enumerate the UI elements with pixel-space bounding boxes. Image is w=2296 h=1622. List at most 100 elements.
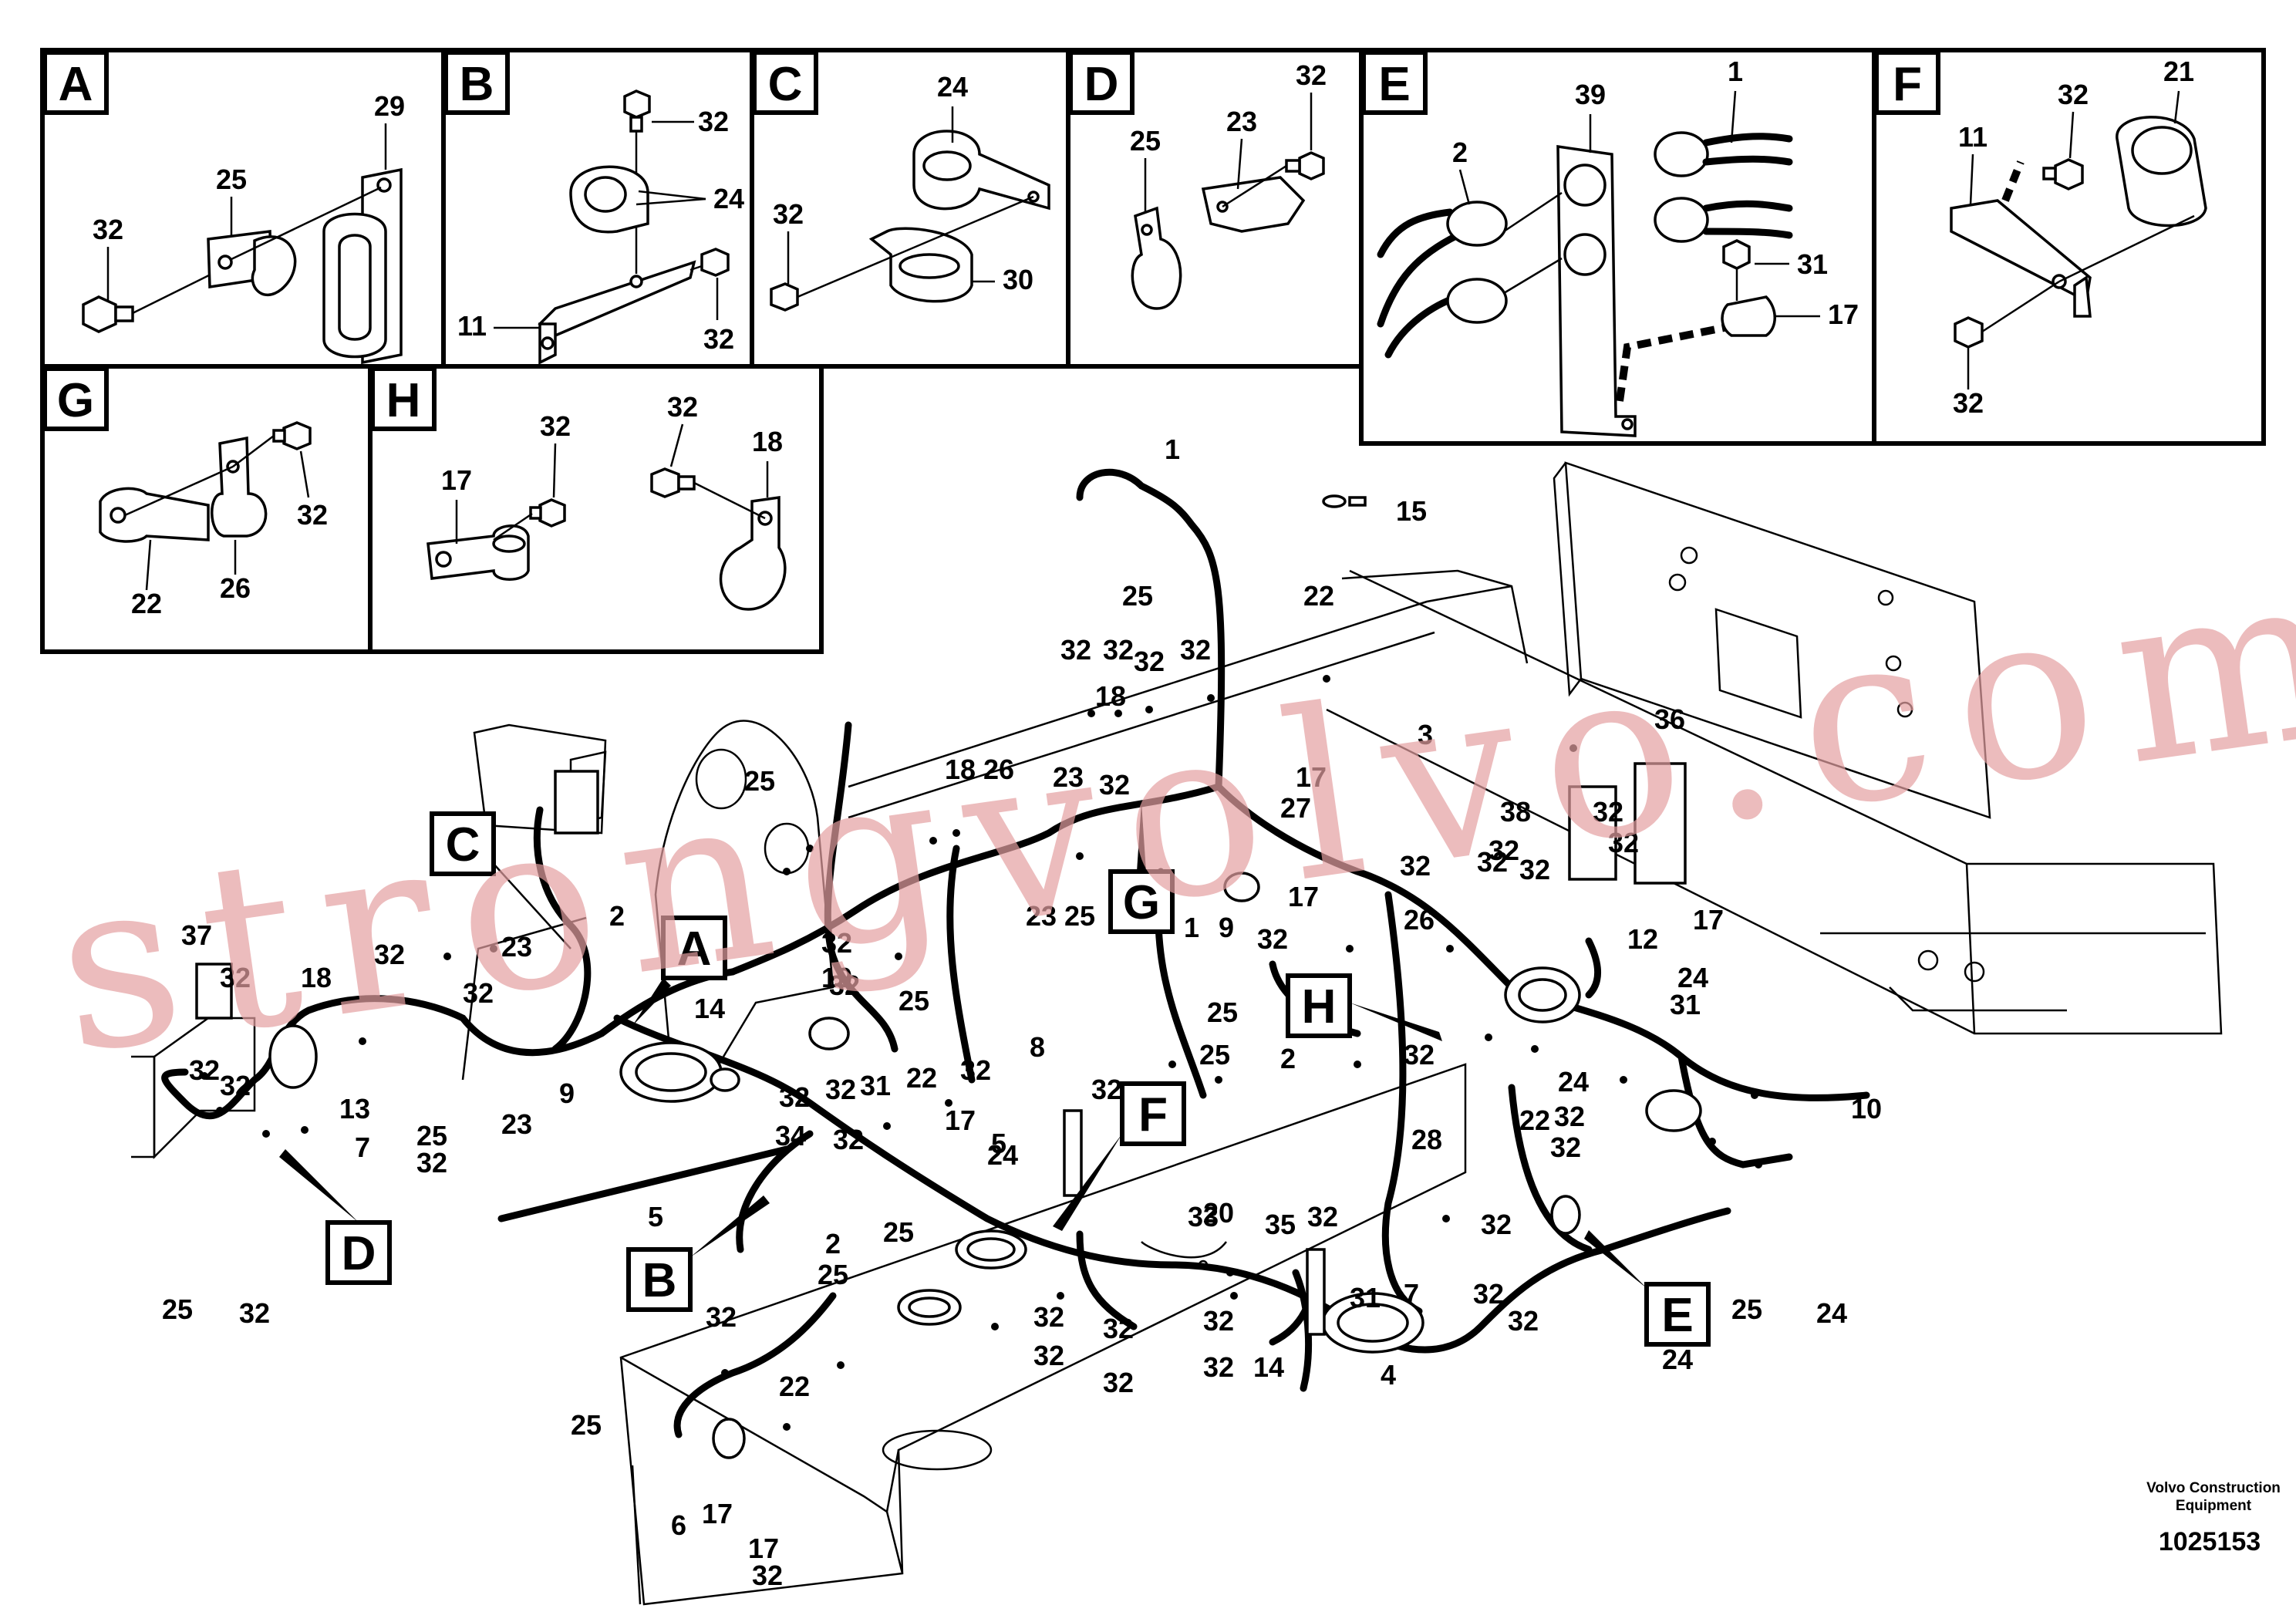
part-label: 17 xyxy=(1693,904,1724,936)
view-letter-C: C xyxy=(752,50,818,115)
part-label: 32 xyxy=(463,977,494,1009)
part-label: 20 xyxy=(1203,1197,1234,1229)
svg-text:32: 32 xyxy=(667,391,698,423)
part-label: 3 xyxy=(1418,719,1433,750)
view-letter-D: D xyxy=(1068,50,1135,115)
svg-text:D: D xyxy=(1084,58,1119,111)
svg-text:C: C xyxy=(446,818,480,872)
part-label: 32 xyxy=(779,1081,810,1113)
svg-text:24: 24 xyxy=(713,183,744,214)
svg-text:24: 24 xyxy=(937,71,968,103)
detail-e-drawing xyxy=(1377,131,1793,437)
svg-text:29: 29 xyxy=(374,90,405,122)
part-label: 26 xyxy=(1404,904,1435,936)
callout-G: G xyxy=(1108,802,1175,934)
part-label: 2 xyxy=(1280,1043,1296,1074)
view-letter-F: F xyxy=(1874,50,1940,115)
part-label: 37 xyxy=(181,919,212,951)
part-label: 17 xyxy=(702,1498,733,1529)
part-label: 26 xyxy=(983,754,1014,785)
view-letter-G: G xyxy=(42,366,109,431)
part-label: 32 xyxy=(1404,1039,1435,1071)
part-label: 5 xyxy=(991,1128,1006,1159)
part-label: 18 xyxy=(945,754,976,785)
svg-text:26: 26 xyxy=(220,572,251,604)
svg-text:17: 17 xyxy=(1828,298,1859,330)
svg-text:H: H xyxy=(1302,980,1337,1034)
svg-text:25: 25 xyxy=(1130,125,1161,157)
wiring-harness xyxy=(161,468,1870,1438)
part-label: 10 xyxy=(1851,1093,1882,1125)
svg-text:32: 32 xyxy=(773,198,804,230)
callout-D: D xyxy=(279,1149,392,1285)
detail-a-drawing xyxy=(82,167,403,365)
part-label: 32 xyxy=(1473,1278,1504,1310)
part-label: 32 xyxy=(189,1054,220,1086)
part-label: 32 xyxy=(1257,923,1288,955)
part-label: 17 xyxy=(945,1104,976,1136)
svg-text:A: A xyxy=(677,922,712,976)
part-label: 24 xyxy=(1558,1066,1589,1098)
svg-text:B: B xyxy=(460,58,494,111)
part-label: 25 xyxy=(818,1259,848,1290)
part-label: 25 xyxy=(1122,580,1153,612)
part-label: 24 xyxy=(1662,1344,1693,1375)
detail-view-frames xyxy=(40,48,2266,654)
svg-text:32: 32 xyxy=(703,323,734,355)
part-label: 35 xyxy=(1265,1209,1296,1240)
part-label: 32 xyxy=(1477,846,1508,878)
part-label: 33 xyxy=(1188,1201,1219,1233)
callout-F: F xyxy=(1053,1081,1186,1231)
part-label: 17 xyxy=(1288,881,1319,912)
svg-text:G: G xyxy=(1123,876,1160,929)
svg-text:31: 31 xyxy=(1797,248,1828,280)
part-label: 32 xyxy=(825,1074,856,1105)
part-label: 32 xyxy=(1099,769,1130,801)
part-label: 32 xyxy=(1508,1305,1539,1337)
part-label: 6 xyxy=(671,1509,686,1541)
part-label: 28 xyxy=(1411,1124,1442,1155)
part-label: 25 xyxy=(1064,900,1095,932)
svg-text:C: C xyxy=(768,58,803,111)
svg-text:H: H xyxy=(386,374,421,427)
part-label: 25 xyxy=(1731,1293,1762,1325)
svg-text:32: 32 xyxy=(698,106,729,137)
part-label: 31 xyxy=(1350,1282,1381,1313)
part-label: 32 xyxy=(374,939,405,970)
svg-text:11: 11 xyxy=(457,310,487,342)
part-label: 7 xyxy=(1404,1278,1419,1310)
part-label: 32 xyxy=(1307,1201,1338,1233)
svg-text:17: 17 xyxy=(441,464,472,496)
callout-A: A xyxy=(632,916,727,1026)
part-label: 25 xyxy=(1199,1039,1230,1071)
view-letter-B: B xyxy=(443,50,510,115)
part-label: 36 xyxy=(1654,703,1685,735)
part-label: 32 xyxy=(1519,854,1550,885)
watermark: strongvolvo.com xyxy=(42,516,2296,1106)
part-label: 9 xyxy=(1219,912,1234,943)
part-label: 24 xyxy=(1677,962,1708,993)
part-label: 22 xyxy=(906,1062,937,1094)
detail-f-drawing xyxy=(1950,116,2207,349)
part-label: 31 xyxy=(860,1070,891,1101)
part-label: 18 xyxy=(301,962,332,993)
svg-text:32: 32 xyxy=(93,214,123,245)
part-label: 15 xyxy=(1396,495,1427,527)
part-label: 25 xyxy=(571,1409,602,1441)
svg-text:32: 32 xyxy=(1953,387,1984,419)
part-label: 25 xyxy=(883,1216,914,1248)
part-label: 32 xyxy=(1180,634,1211,666)
part-label: 14 xyxy=(694,993,725,1024)
part-label: 32 xyxy=(1060,634,1091,666)
part-label: 32 xyxy=(960,1054,991,1086)
part-label: 8 xyxy=(1030,1031,1045,1063)
part-label: 32 xyxy=(1608,827,1639,858)
main-grommets xyxy=(195,494,1702,1459)
part-label: 32 xyxy=(1103,1313,1134,1344)
part-label: 12 xyxy=(1627,923,1658,955)
svg-text:E: E xyxy=(1378,58,1410,111)
part-label: 17 xyxy=(748,1533,779,1564)
svg-text:D: D xyxy=(342,1227,376,1280)
part-label: 5 xyxy=(648,1201,663,1233)
svg-text:21: 21 xyxy=(2163,56,2194,87)
